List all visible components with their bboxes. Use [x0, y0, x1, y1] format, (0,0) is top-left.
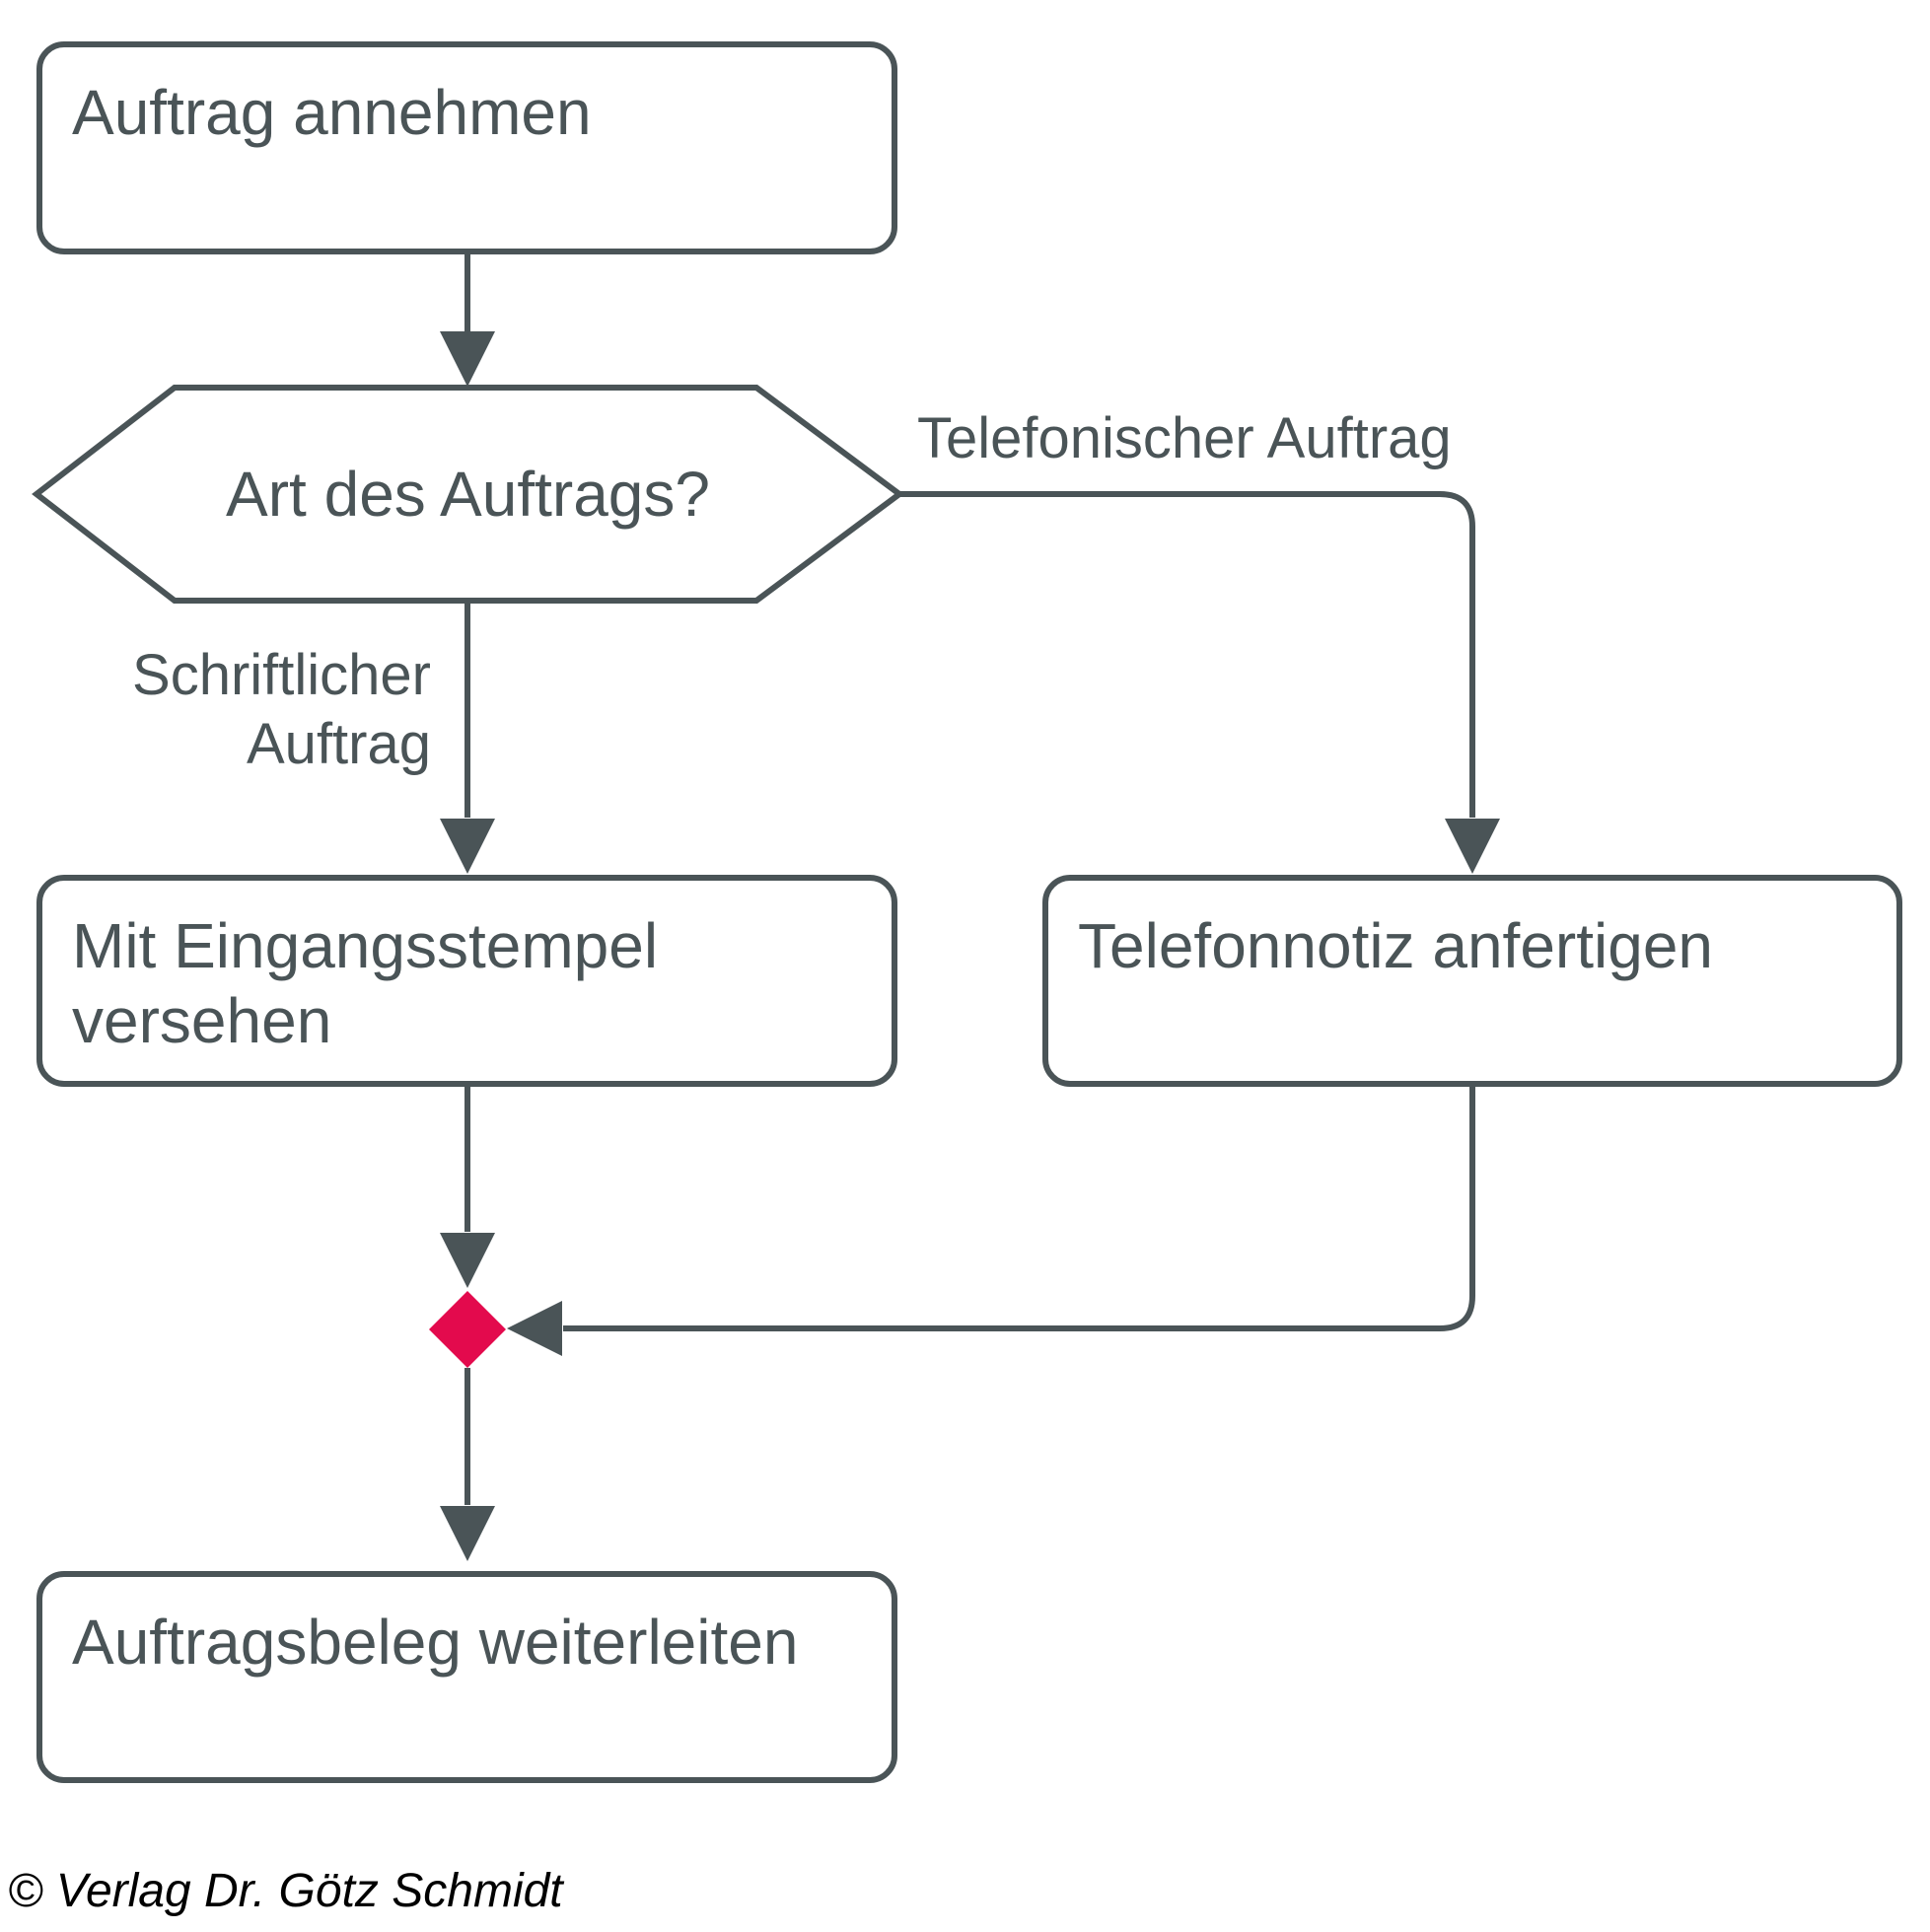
node-accept-order-label: Auftrag annehmen — [72, 77, 592, 148]
node-forward-order-doc: Auftragsbeleg weiterleiten — [36, 1571, 897, 1783]
edge-decision-to-phone-note — [899, 491, 1475, 818]
copyright-notice: © Verlag Dr. Götz Schmidt — [8, 1865, 563, 1917]
edge-phone-note-to-merge — [563, 1087, 1475, 1331]
arrowhead-into-merge-top — [440, 1233, 495, 1288]
edge-label-written-order: Schriftlicher Auftrag — [132, 643, 431, 776]
node-order-type-decision: Art des Auftrags? — [36, 388, 899, 601]
node-stamp-incoming: Mit Eingangsstempel versehen — [36, 875, 897, 1087]
arrowhead-into-merge-right — [507, 1301, 562, 1356]
node-phone-note-label: Telefonnotiz anfertigen — [1078, 910, 1713, 981]
node-phone-note: Telefonnotiz anfertigen — [1042, 875, 1902, 1087]
node-accept-order: Auftrag annehmen — [36, 41, 897, 254]
arrowhead-into-forward — [440, 1506, 495, 1561]
edge-label-phone-order: Telefonischer Auftrag — [917, 406, 1452, 470]
node-order-type-decision-label: Art des Auftrags? — [226, 459, 710, 530]
merge-connector-diamond — [429, 1291, 506, 1368]
node-stamp-incoming-label: Mit Eingangsstempel versehen — [72, 910, 659, 1056]
node-forward-order-doc-label: Auftragsbeleg weiterleiten — [72, 1607, 799, 1678]
arrowhead-into-decision — [440, 331, 495, 387]
arrowhead-into-stamp — [440, 819, 495, 874]
arrowhead-into-phone-note — [1445, 819, 1500, 874]
